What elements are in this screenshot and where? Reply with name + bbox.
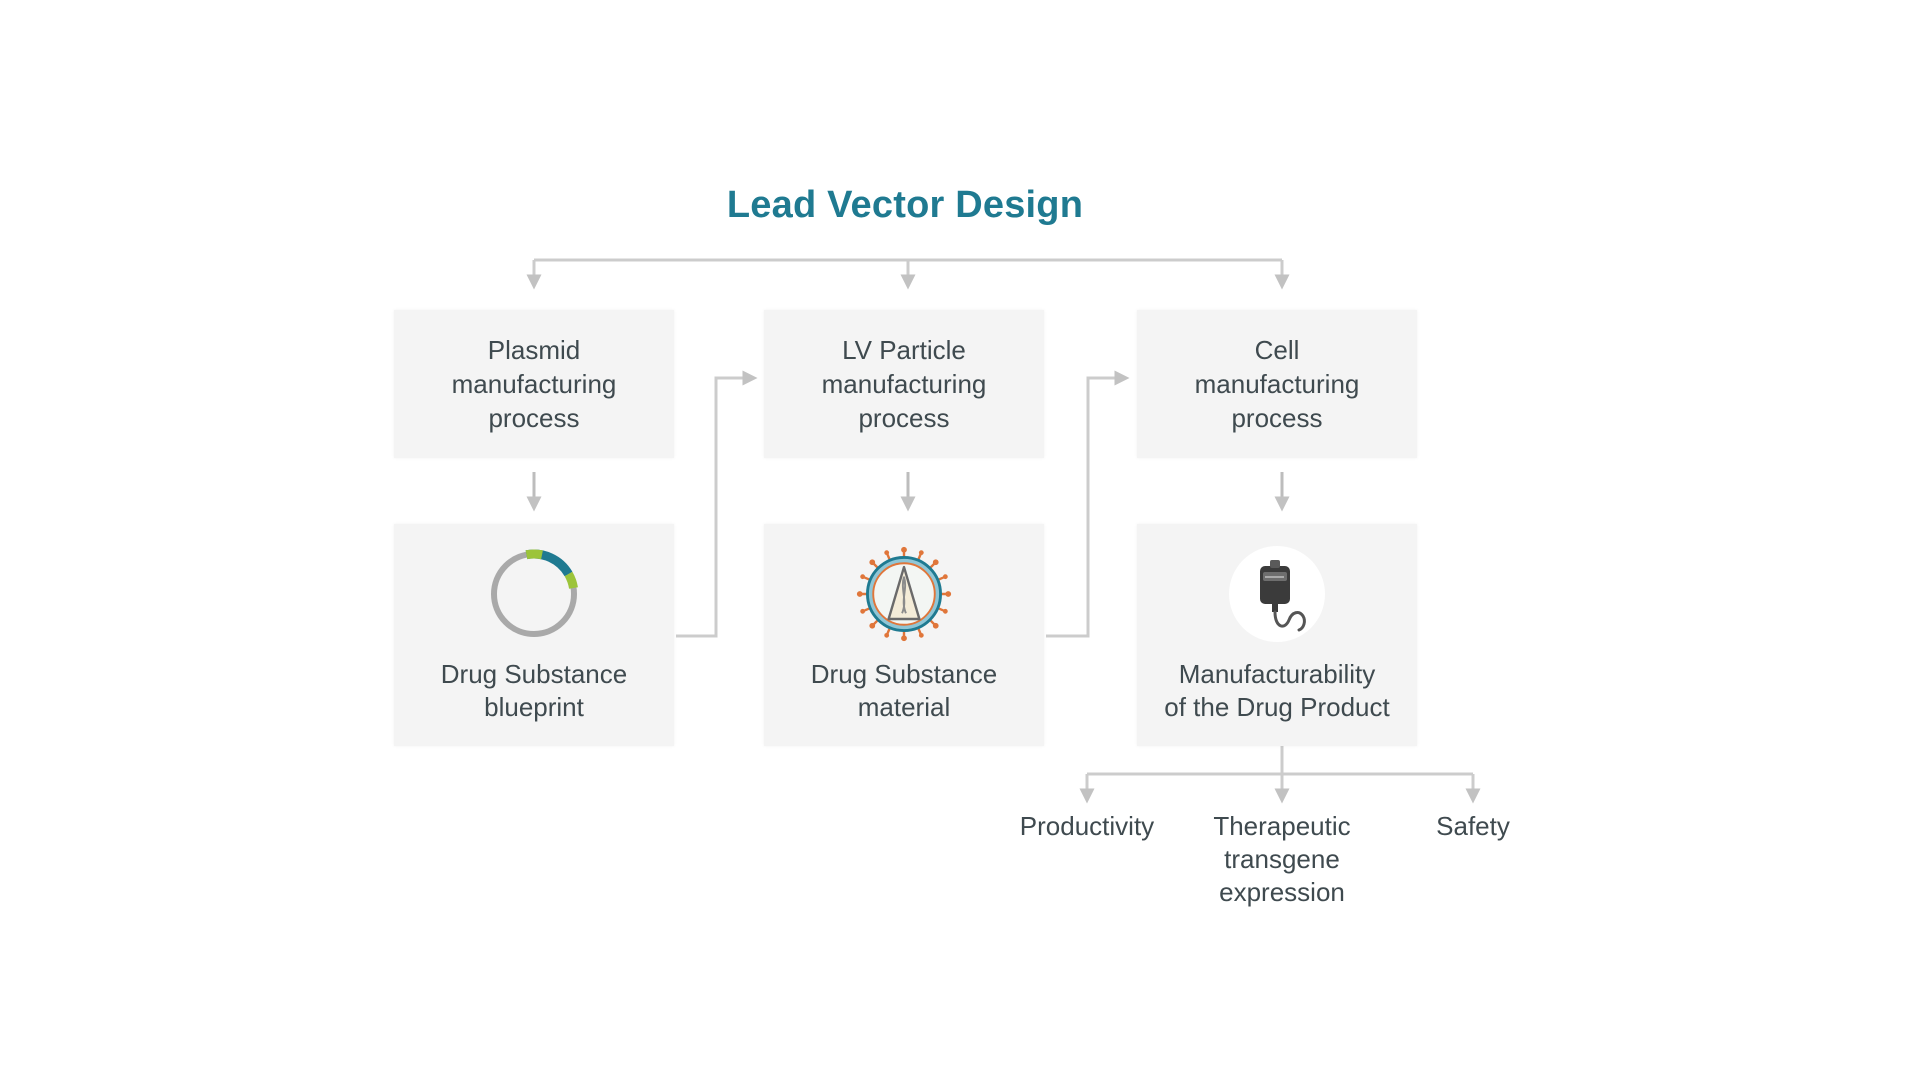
title-branch-connector (526, 258, 1290, 290)
plasmid-icon (484, 544, 584, 644)
iv-bag-icon (1227, 544, 1327, 644)
process-box-lv-particle: LV Particle manufacturing process (764, 310, 1044, 458)
process-label: LV Particle manufacturing process (821, 335, 987, 433)
cross-column-connectors (676, 370, 1130, 638)
attribute-safety: Safety (1436, 811, 1510, 841)
attribute-productivity: Productivity (1019, 811, 1155, 841)
outcome-label: Drug Substance blueprint (440, 659, 628, 722)
lentivirus-particle-icon (854, 544, 954, 644)
outcome-box-drug-product: Manufacturability of the Drug Product (1137, 524, 1417, 746)
attribute-branch-connector (1079, 746, 1481, 804)
process-box-plasmid: Plasmid manufacturing process (394, 310, 674, 458)
process-to-outcome-arrows (526, 472, 1290, 512)
process-label: Plasmid manufacturing process (451, 335, 617, 433)
outcome-label: Manufacturability of the Drug Product (1164, 659, 1390, 722)
outcome-box-blueprint: Drug Substance blueprint (394, 524, 674, 746)
outcome-label: Drug Substance material (810, 659, 998, 722)
process-label: Cell manufacturing process (1194, 335, 1360, 433)
outcome-box-material: Drug Substance material (764, 524, 1044, 746)
diagram-title: Lead Vector Design (726, 184, 1084, 226)
attribute-transgene-expression: Therapeutic transgene expression (1213, 811, 1351, 907)
process-box-cell: Cell manufacturing process (1137, 310, 1417, 458)
